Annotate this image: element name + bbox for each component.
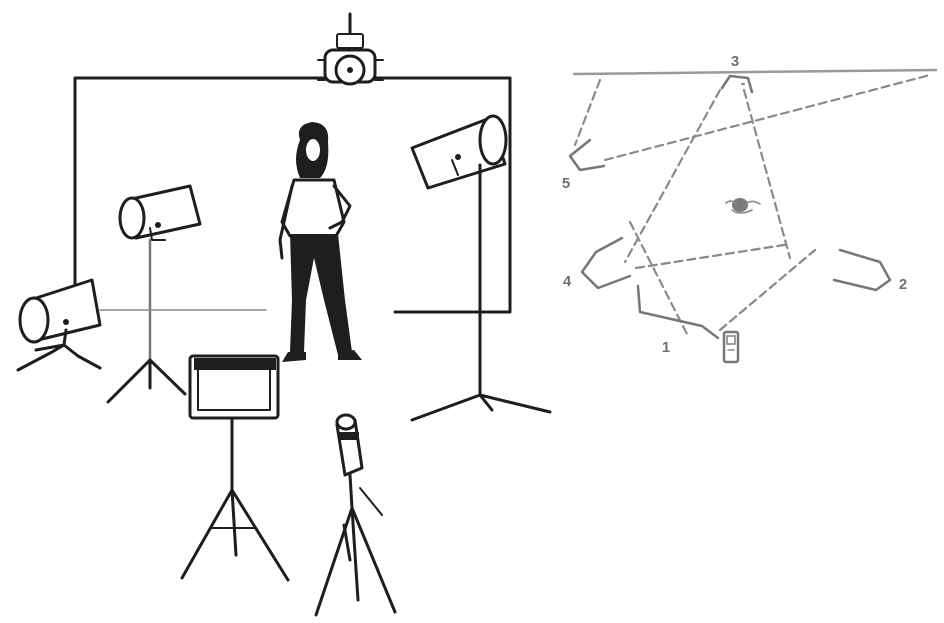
plan-label-2: 2: [899, 276, 907, 293]
overhead-spotlight-icon: [318, 14, 383, 84]
plan-position-2-marker: 2: [834, 250, 907, 293]
plan-label-4: 4: [563, 273, 572, 290]
plan-camera-icon: [724, 332, 738, 362]
plan-position-5-marker: 5: [562, 140, 604, 192]
plan-label-1: 1: [662, 339, 670, 356]
plan-position-4-marker: 4: [563, 238, 630, 290]
plan-position-1-marker: 1: [638, 286, 718, 356]
light-beam-lines: [575, 75, 930, 336]
camera-tripod-icon: [316, 415, 395, 615]
plan-label-3: 3: [731, 53, 739, 70]
plan-label-5: 5: [562, 175, 570, 192]
reflector-panel-icon: [182, 356, 288, 580]
model-figure-icon: [280, 122, 362, 362]
plan-subject-icon: [726, 198, 760, 213]
floor-light-left-icon: [18, 280, 100, 370]
floor-plan-diagram: 3 5 4 2 1: [560, 40, 940, 460]
studio-scene-illustration: [0, 0, 560, 623]
stand-light-left-icon: [108, 186, 200, 402]
backdrop-wall-line: [574, 70, 936, 74]
stand-light-right-icon: [412, 116, 550, 420]
